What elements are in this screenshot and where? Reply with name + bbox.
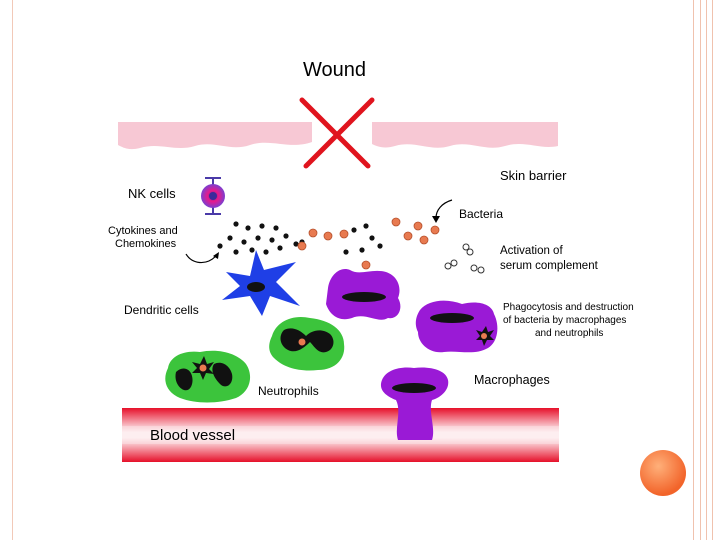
- complement-icon: [444, 243, 485, 274]
- macrophages-label: Macrophages: [474, 373, 550, 387]
- slide-frame-line: [693, 0, 694, 540]
- blood-vessel-label: Blood vessel: [150, 427, 235, 444]
- skin-barrier-label: Skin barrier: [500, 168, 567, 183]
- phagocytosis-label-line1: Phagocytosis and destruction: [503, 302, 634, 313]
- nk-cells-label: NK cells: [128, 186, 176, 201]
- ingested-bacterium-icon: [476, 326, 494, 346]
- orange-circle-decoration: [640, 450, 686, 496]
- wound-title: Wound: [303, 59, 366, 81]
- ingested-bacterium-icon: [192, 356, 214, 380]
- phagocytosis-label-line3: and neutrophils: [535, 328, 603, 339]
- cytokines-label-line2: Chemokines: [115, 238, 177, 250]
- cytokines-arrowhead-icon: [213, 252, 219, 259]
- cytokines-arrow-icon: [185, 253, 217, 264]
- dendritic-cells-label: Dendritic cells: [124, 303, 199, 317]
- wound-cross-icon: [299, 97, 375, 169]
- skin-barrier-left: [118, 122, 312, 150]
- macrophage-nucleus: [392, 383, 436, 393]
- blood-vessel-lumen: [122, 426, 559, 444]
- phagocytosis-label-line2: of bacteria by macrophages: [503, 315, 626, 326]
- nk-cell-icon: [201, 177, 225, 215]
- bacteria-particles: [297, 217, 440, 270]
- macrophage-cell-right: [415, 300, 498, 353]
- bacteria-arrow-icon: [435, 199, 453, 219]
- neutrophil-nucleus: [280, 328, 334, 353]
- slide-frame-line: [712, 0, 713, 540]
- bacteria-label: Bacteria: [459, 207, 503, 221]
- neutrophils-label: Neutrophils: [258, 384, 319, 398]
- slide-frame-line: [700, 0, 701, 540]
- dendritic-nucleus: [247, 282, 265, 292]
- macrophage-nucleus: [342, 292, 386, 302]
- activation-label-line2: serum complement: [500, 260, 599, 272]
- slide-frame-left: [0, 0, 13, 540]
- cytokines-label-line1: Cytokines and: [108, 225, 178, 237]
- neutrophil-nucleus: [175, 362, 233, 391]
- bacteria-arrowhead-icon: [432, 216, 440, 223]
- macrophage-nucleus: [430, 313, 474, 323]
- slide-frame-line: [706, 0, 707, 540]
- activation-label-line1: Activation of: [500, 245, 563, 257]
- ingested-bacterium-icon: [298, 338, 306, 346]
- skin-barrier-right: [372, 122, 558, 148]
